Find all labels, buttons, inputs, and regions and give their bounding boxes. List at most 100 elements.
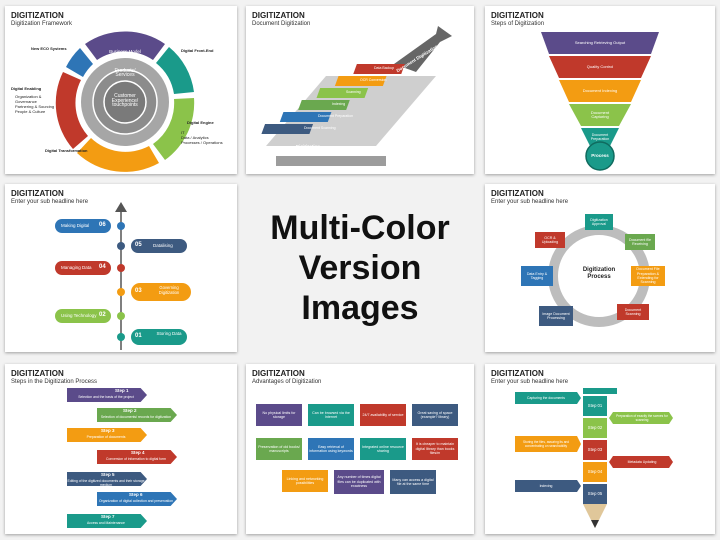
engine-item: Processes / Operations (181, 140, 223, 145)
pencil-step-label: Step 03 (587, 446, 603, 452)
slide-digitization-framework[interactable]: DIGITIZATION Digitization Framework Busi… (5, 6, 237, 174)
cycle-box: Document file Receiving (625, 234, 655, 250)
pencil-step-label: Step 02 (587, 424, 603, 430)
stair-step-blue (279, 112, 332, 122)
stair-base-shadow (266, 76, 436, 146)
funnel-label: Document Indexing (582, 87, 618, 93)
label-digital-enabling: Digital Enabling (11, 86, 42, 91)
slide-title: DIGITIZATION (252, 11, 305, 20)
slide-pencil-steps[interactable]: DIGITIZATION Enter your sub headline her… (485, 364, 715, 534)
left-pill-num: 06 (99, 222, 106, 228)
left-pill-num: 04 (99, 264, 106, 270)
funnel-layer-teal (581, 128, 619, 148)
slide-subtitle: Enter your sub headline here (11, 199, 89, 205)
pencil-tip (583, 504, 607, 528)
step-text: Organization of digital collection and p… (98, 499, 174, 503)
slide-subtitle: Steps of Digitization (491, 21, 545, 27)
timeline-node (117, 222, 125, 230)
advantage-box: Can be browsed via the Internet (308, 404, 354, 426)
slide-digitization-process-cycle[interactable]: DIGITIZATION Enter your sub headline her… (485, 184, 715, 352)
list-engine-items: IT Data / Analytics Processes / Operatio… (181, 130, 225, 145)
label-customer-experience: Customer Experience/ touchpoints (111, 93, 139, 109)
cycle-box: Document File Preparation & Extending fo… (631, 266, 665, 286)
right-note: Preparation of exactly the scenes for sc… (616, 413, 668, 422)
cycle-box: Digitization Approval (585, 214, 613, 230)
stair-step-red (353, 64, 405, 74)
advantage-box: Many can access a digital file at the sa… (390, 470, 436, 494)
right-pill-orange (131, 283, 191, 301)
inner-gray-circle (103, 80, 147, 124)
funnel-label: Document Capturing (590, 109, 610, 119)
right-pill-label: Storing Data (156, 331, 182, 336)
pencil-lead (591, 520, 599, 528)
funnel-diagram (541, 32, 659, 171)
label-products-services: Products/ Services (114, 67, 136, 78)
label-digital-front-end: Digital Front-End (181, 48, 214, 53)
timeline-diagram (55, 202, 191, 350)
pencil-diagram (515, 388, 673, 528)
heading-line-1: Multi-Color (270, 209, 450, 247)
slide-subtitle: Enter your sub headline here (491, 379, 569, 385)
step-label: Step 7 (101, 514, 115, 519)
right-note-arrow-red (609, 456, 673, 468)
advantage-box: Great saving of space (example? library) (412, 404, 458, 426)
funnel-label: Quality Control (586, 63, 614, 69)
funnel-layer-orange (559, 80, 641, 102)
timeline-node (117, 288, 125, 296)
slide-title: DIGITIZATION (11, 369, 64, 378)
step-arrow-green (97, 408, 177, 422)
advantage-box: It is cheaper to maintain digital librar… (412, 438, 458, 460)
slide-title: DIGITIZATION (491, 11, 544, 20)
step-label: Step 6 (129, 492, 143, 497)
stair-step-lightgreen (316, 88, 369, 98)
left-note: Indexing (539, 483, 553, 488)
right-note-arrow-green (609, 412, 673, 424)
advantage-box: Integrated online resource sharing (360, 438, 406, 460)
engine-item: Data / Analytics (181, 135, 209, 140)
step-label: Data Backup (374, 66, 395, 70)
slide-steps-of-digitization[interactable]: DIGITIZATION Steps of Digitization Searc… (485, 6, 715, 174)
framework-diagram (55, 31, 195, 172)
stair-base-front (276, 156, 386, 166)
step-arrow-teal (67, 514, 147, 528)
timeline-node (117, 312, 125, 320)
step-arrow-navy (67, 472, 147, 486)
step-label: Indexing (332, 102, 346, 106)
cycle-box: Data Entry & Tagging (521, 266, 553, 286)
slide-document-digitization[interactable]: DIGITIZATION Document Digitization Docum… (246, 6, 474, 174)
center-heading: Multi-Color Version Images (240, 180, 480, 356)
pencil-segment-red (583, 440, 607, 460)
left-pill-green (55, 309, 111, 323)
slide-timeline-tree[interactable]: DIGITIZATION Enter your sub headline her… (5, 184, 237, 352)
pencil-top (583, 388, 617, 394)
slide-subtitle: Digitization Framework (11, 21, 73, 27)
step-label: Step 4 (131, 450, 145, 455)
step-arrow-red (97, 450, 177, 464)
left-pill-label: Managing Data (61, 265, 92, 270)
slide-advantages-of-digitization[interactable]: DIGITIZATION Advantages of Digitization … (246, 364, 474, 534)
slide-subtitle: Enter your sub headline here (491, 199, 569, 205)
stair-step-orange (334, 76, 387, 86)
label-digital-transformation: Digital Transformation (45, 148, 88, 153)
heading-line-2: Version Images (298, 249, 422, 327)
funnel-label: Document Preparation (590, 132, 610, 141)
right-pill-label: Governing Digitization (158, 285, 180, 295)
step-label: Document Scanning (304, 126, 336, 130)
step-label: Document Preparation (318, 114, 354, 118)
left-note: Storing the files, assuring its and conc… (522, 439, 570, 448)
enabling-item: Partnering & Sourcing (15, 104, 55, 109)
list-enabling-items: Organization & Governance Partnering & S… (15, 94, 55, 114)
slide-steps-in-process[interactable]: DIGITIZATION Steps in the Digitization P… (5, 364, 237, 534)
funnel-layer-purple (541, 32, 659, 54)
pencil-segment-teal (583, 396, 607, 416)
funnel-process-circle (585, 141, 615, 171)
right-pill-navy (131, 239, 187, 253)
slide-subtitle: Advantages of Digitization (252, 379, 322, 385)
left-pill-label: Using Technology (61, 313, 97, 318)
advantage-box: No physical limits for storage (256, 404, 302, 426)
slide-title: DIGITIZATION (491, 189, 544, 198)
cycle-box: Image Document Processing (539, 306, 573, 326)
ring-segment-red (55, 72, 88, 149)
left-pill-label: Making Digital (61, 223, 90, 228)
step-label: OCR Conversion (360, 78, 387, 82)
